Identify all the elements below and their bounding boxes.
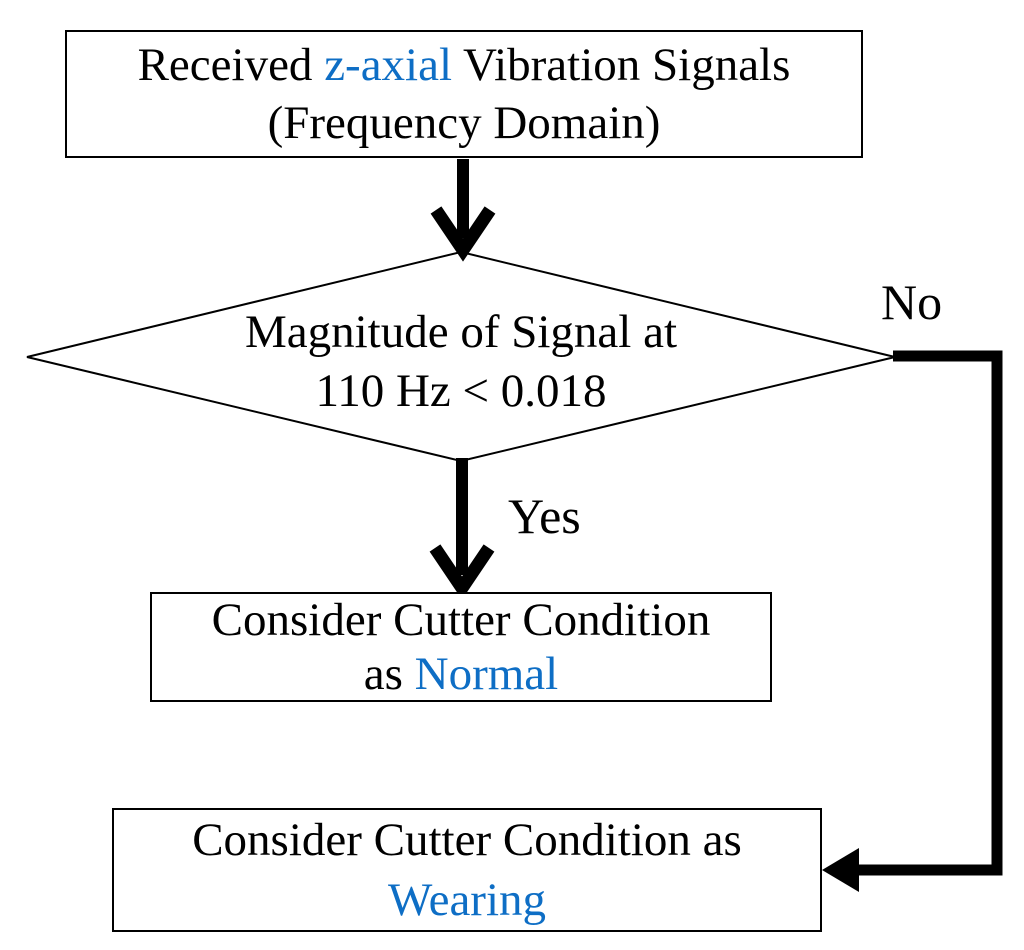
received-signals-axis-highlight: z-axial [324, 39, 453, 91]
start-to-decision-arrowhead [430, 206, 496, 262]
decision-line1: Magnitude of Signal at [244, 306, 678, 358]
wearing-node-line1: Consider Cutter Condition as [192, 814, 742, 866]
no-path-line [857, 350, 1003, 876]
decision-line2: 110 Hz < 0.018 [315, 365, 607, 417]
node-condition-normal: Consider Cutter Condition as Normal [150, 592, 772, 702]
yes-branch-label: Yes [508, 488, 581, 544]
no-branch-label: No [881, 274, 943, 330]
node-condition-wearing: Consider Cutter Condition as Wearing [112, 808, 822, 932]
received-signals-line1-suffix: Vibration Signals [452, 39, 791, 91]
node-received-signals: Received z-axial Vibration Signals (Freq… [65, 30, 863, 158]
yes-arrowhead [429, 544, 495, 600]
received-signals-line1-prefix: Received [137, 39, 325, 91]
wearing-status-highlight: Wearing [387, 874, 547, 926]
received-signals-line1: Received z-axial Vibration Signals [138, 36, 791, 94]
normal-node-line2: as Normal [364, 647, 558, 701]
normal-node-line1: Consider Cutter Condition [211, 594, 711, 646]
normal-status-highlight: Normal [414, 648, 559, 700]
normal-node-line2-prefix: as [363, 648, 415, 700]
no-arrowhead [822, 848, 859, 892]
received-signals-line2: (Frequency Domain) [267, 97, 661, 149]
decision-condition-text: Magnitude of Signal at 110 Hz < 0.018 [181, 303, 741, 421]
